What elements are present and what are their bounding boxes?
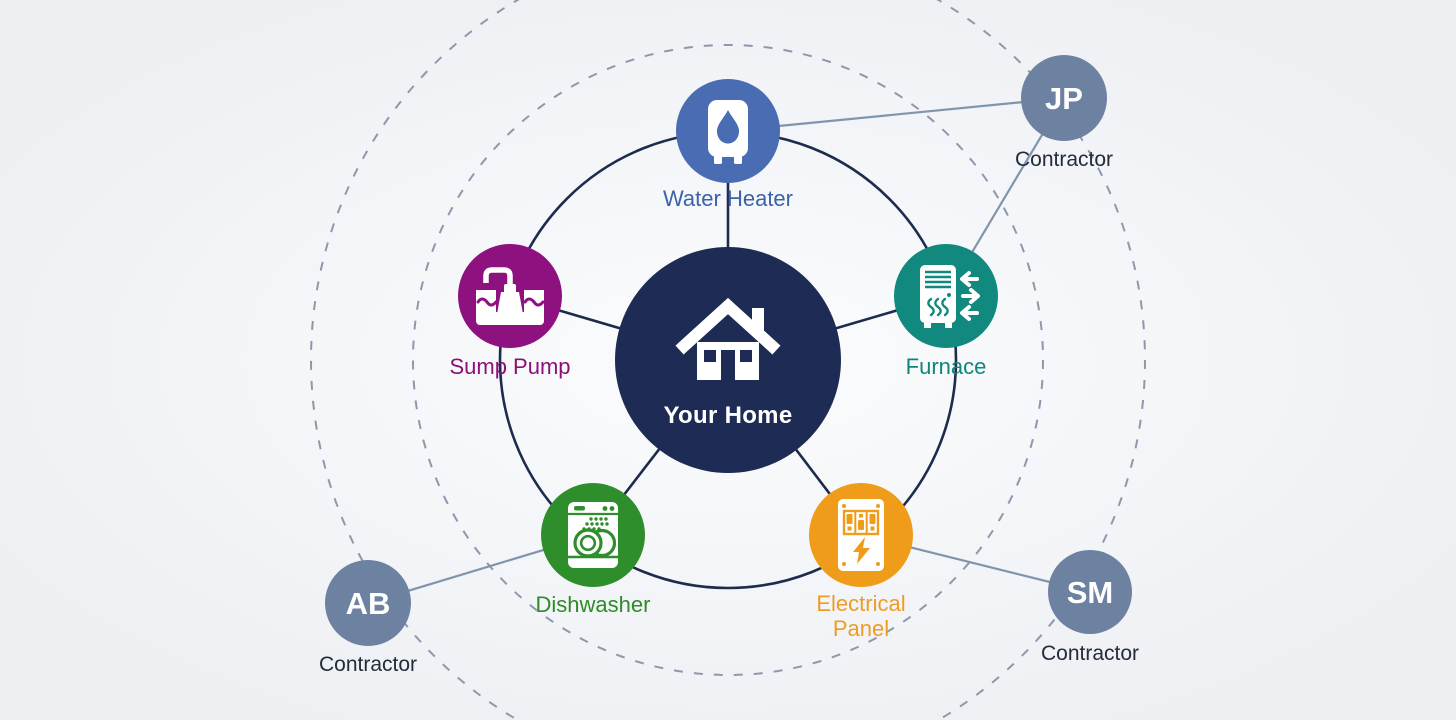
sump-pump-label: Sump Pump	[449, 354, 570, 379]
breaker-switches	[846, 514, 876, 531]
node-furnace: Furnace	[894, 244, 998, 379]
spray-dots	[582, 517, 609, 531]
node-sump-pump: Sump Pump	[449, 244, 571, 379]
house-window-left	[704, 350, 716, 362]
node-contractor-jp: JP Contractor	[1015, 55, 1113, 171]
dishwasher-label: Dishwasher	[536, 592, 651, 617]
node-contractor-ab: AB Contractor	[319, 560, 417, 676]
sump-pump-icon	[476, 267, 545, 325]
inner-dashed-ring	[412, 44, 1044, 676]
contractor-ab-initials: AB	[346, 586, 391, 621]
contractor-ab-label: Contractor	[319, 653, 417, 676]
node-water-heater: Water Heater	[663, 79, 793, 211]
contractor-jp-circle	[1021, 55, 1107, 141]
panel-screws	[842, 504, 880, 566]
lightning-bolt	[853, 537, 870, 564]
water-heater-icon	[708, 100, 748, 164]
your-home-label: Your Home	[664, 402, 793, 429]
house-door	[721, 350, 735, 380]
link-jp-water-heater	[727, 96, 1065, 133]
house-icon	[675, 297, 781, 380]
furnace-icon	[920, 265, 980, 328]
dishwasher-icon	[568, 502, 618, 568]
outer-dashed-ring	[310, 0, 1146, 720]
electrical-panel-icon	[838, 499, 884, 571]
contractor-sm-circle	[1048, 550, 1132, 634]
contractor-sm-label: Contractor	[1041, 642, 1139, 665]
flame-glyph	[717, 110, 739, 144]
node-dishwasher: Dishwasher	[536, 483, 651, 617]
electrical-panel-label-line2: Panel	[833, 616, 889, 641]
airflow-arrows	[960, 271, 980, 321]
furnace-label: Furnace	[906, 354, 987, 379]
electrical-panel-label-line1: Electrical	[816, 591, 905, 616]
water-heater-label: Water Heater	[663, 186, 793, 211]
node-your-home: Your Home	[615, 247, 841, 473]
node-contractor-sm: SM Contractor	[1041, 550, 1139, 665]
house-window-right	[740, 350, 752, 362]
water-waves	[476, 297, 545, 307]
contractor-ab-circle	[325, 560, 411, 646]
node-electrical-panel: Electrical Panel	[809, 483, 913, 641]
contractor-jp-initials: JP	[1045, 81, 1083, 116]
contractor-sm-initials: SM	[1067, 575, 1114, 610]
contractor-jp-label: Contractor	[1015, 148, 1113, 171]
